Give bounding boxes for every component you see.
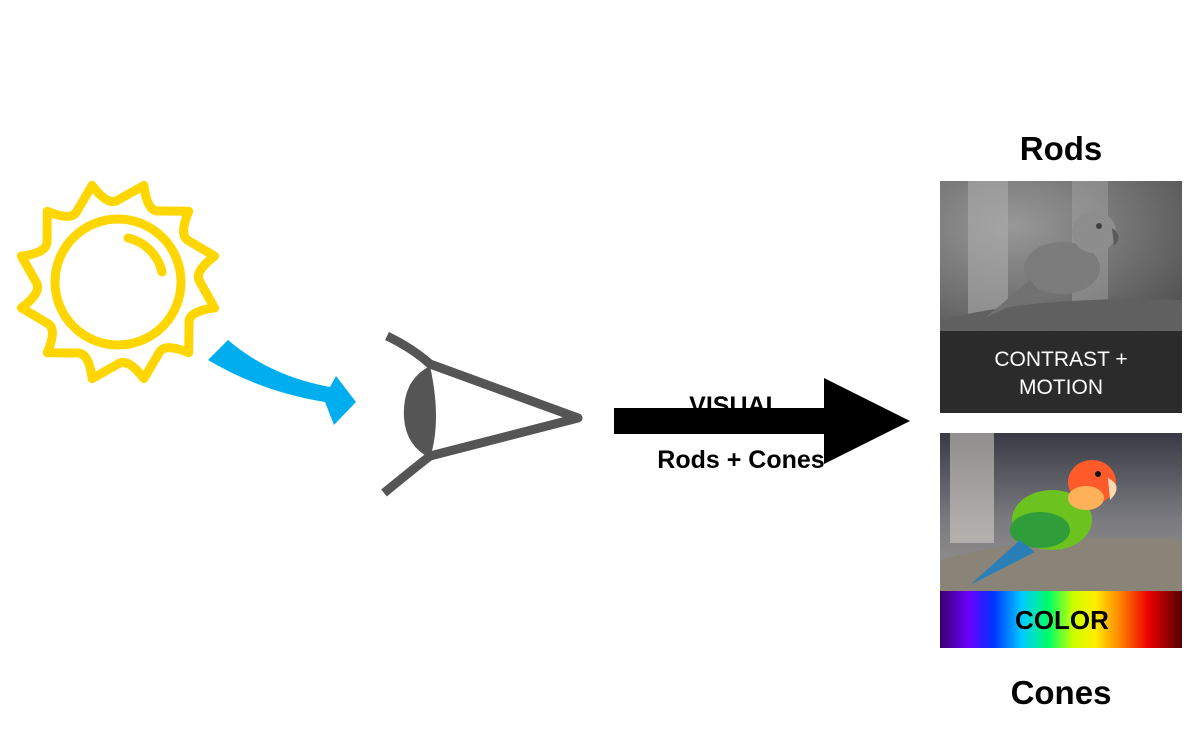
- cones-caption-spectrum-bar: [940, 591, 1182, 648]
- signal-arrow-icon: [614, 378, 910, 464]
- rods-caption-line2: MOTION: [1019, 376, 1103, 399]
- cones-title: Cones: [1010, 674, 1112, 711]
- rods-photo: [940, 181, 1182, 331]
- rods-title: Rods: [1019, 130, 1103, 167]
- sun-icon: [16, 180, 220, 384]
- cones-caption: COLOR: [1015, 605, 1109, 635]
- rods-caption-bar: [940, 331, 1182, 413]
- cones-photo: [940, 433, 1182, 591]
- arrow-label-rods-cones: Rods + Cones: [657, 446, 824, 474]
- rods-caption-line1: CONTRAST +: [994, 348, 1127, 371]
- eye-icon: [381, 331, 583, 497]
- light-ray-arrow-icon: [208, 340, 356, 425]
- arrow-label-visual: VISUAL: [689, 392, 781, 420]
